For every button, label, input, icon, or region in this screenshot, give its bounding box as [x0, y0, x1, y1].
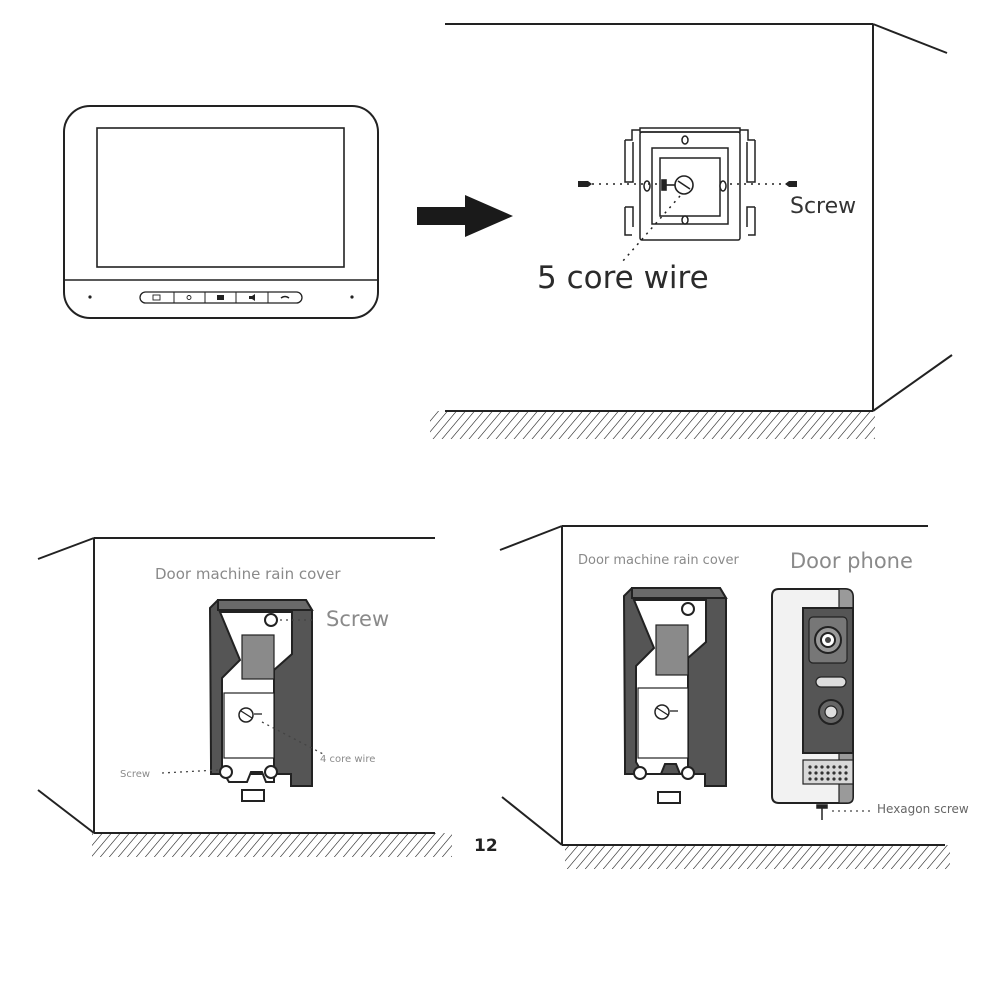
mail-icon — [152, 294, 161, 301]
camera-icon — [217, 295, 224, 300]
top-wall — [445, 23, 953, 412]
br-rain-cover-label: Door machine rain cover — [578, 553, 739, 568]
page-number: 12 — [474, 836, 498, 856]
bl-wire-label: 4 core wire — [320, 754, 376, 765]
indoor-monitor — [63, 105, 379, 319]
speaker-grille — [808, 765, 848, 781]
bottom-left-leader-lines — [161, 619, 326, 774]
bl-screw-top-label: Screw — [326, 607, 390, 631]
top-wire-label: 5 core wire — [537, 260, 709, 296]
bottom-left-floor-hatch — [92, 833, 452, 857]
screw-right-icon — [785, 181, 797, 187]
wire-hole-icon — [661, 175, 694, 195]
door-phone-device — [771, 588, 854, 804]
br-door-phone-label: Door phone — [790, 549, 913, 573]
top-screw-lines — [592, 183, 788, 263]
bl-rain-cover-label: Door machine rain cover — [155, 565, 341, 583]
phone-icon — [280, 295, 290, 299]
bl-screw-bottom-label: Screw — [120, 769, 151, 780]
key-icon — [186, 295, 192, 300]
screw-left-icon — [578, 181, 592, 187]
speaker-icon — [249, 294, 255, 301]
wall-mount-bracket — [624, 127, 756, 241]
rain-cover-right — [622, 587, 728, 804]
bottom-right-floor-hatch — [565, 845, 950, 869]
monitor-button-bar — [139, 291, 303, 304]
rain-cover-left — [208, 599, 314, 802]
hexagon-screw-icon — [816, 804, 828, 820]
top-screw-label: Screw — [790, 194, 857, 219]
top-floor-hatch — [430, 411, 875, 439]
arrow-right-icon — [417, 195, 513, 237]
br-hex-screw-label: Hexagon screw — [877, 802, 969, 816]
